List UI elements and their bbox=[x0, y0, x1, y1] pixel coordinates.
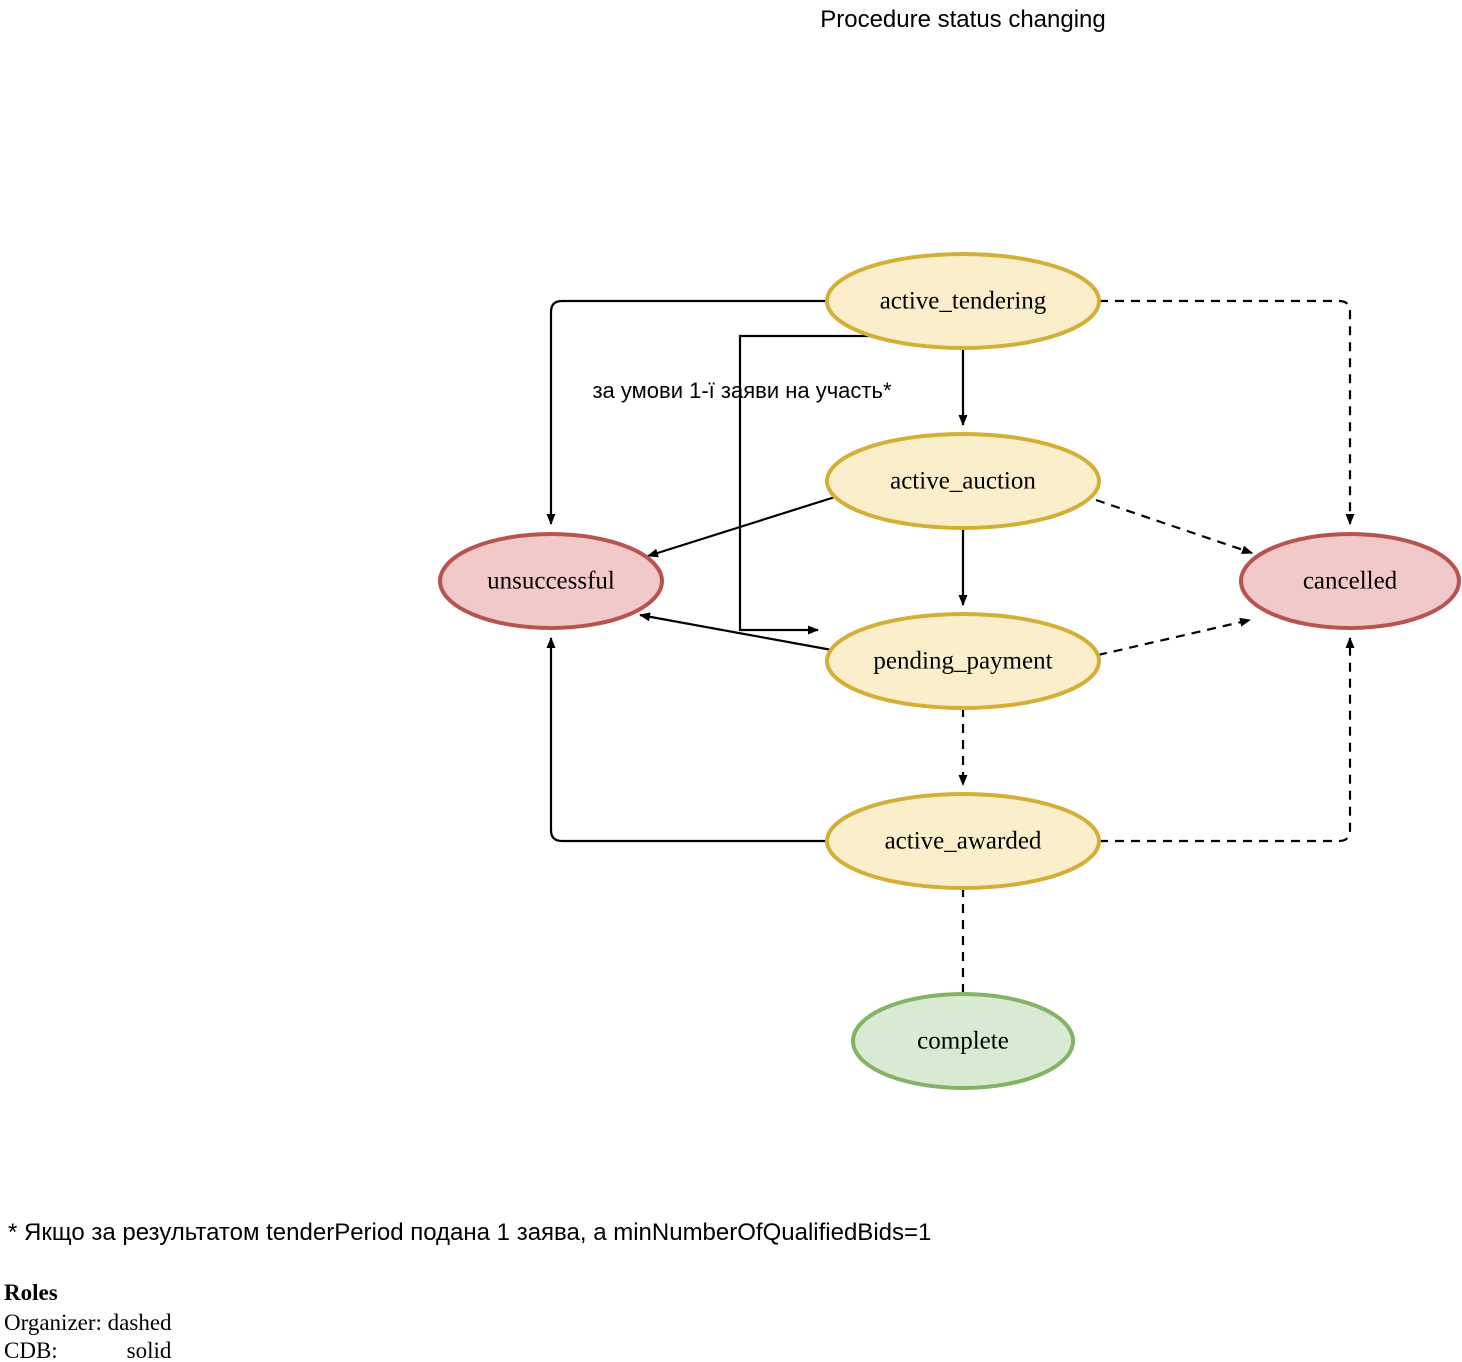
node-active-awarded[interactable]: active_awarded bbox=[825, 792, 1101, 890]
edge-auction-to-unsuccessful bbox=[647, 495, 836, 558]
node-shape-pending-payment[interactable] bbox=[825, 612, 1101, 710]
legend-row-organizer: Organizer: dashed bbox=[4, 1310, 172, 1335]
legend: Roles Organizer: dashed CDB: solid bbox=[4, 1280, 172, 1362]
node-label-unsuccessful: unsuccessful bbox=[487, 568, 615, 595]
edge-label-condition: за умови 1-ї заяви на участь* bbox=[592, 378, 891, 403]
edge-auction-to-cancelled bbox=[1095, 498, 1253, 555]
legend-heading: Roles bbox=[4, 1280, 58, 1305]
node-shape-active-auction[interactable] bbox=[825, 432, 1101, 530]
edge-tendering-to-cancelled bbox=[1099, 299, 1355, 525]
node-complete[interactable]: complete bbox=[851, 992, 1075, 1090]
node-label-active-tendering: active_tendering bbox=[880, 288, 1047, 315]
node-active-auction[interactable]: active_auction bbox=[825, 432, 1101, 530]
edge-tendering-to-unsuccessful bbox=[546, 299, 828, 525]
node-label-cancelled: cancelled bbox=[1303, 568, 1398, 595]
node-label-complete: complete bbox=[917, 1028, 1009, 1055]
edge-awarded-to-cancelled bbox=[1099, 637, 1355, 843]
edge-pending-to-cancelled bbox=[1097, 617, 1251, 657]
node-shape-active-awarded[interactable] bbox=[825, 792, 1101, 890]
edge-pending-to-unsuccessful bbox=[639, 612, 833, 652]
node-shape-complete[interactable] bbox=[851, 992, 1075, 1090]
node-shape-unsuccessful[interactable] bbox=[438, 532, 664, 630]
page-title: Procedure status changing bbox=[820, 6, 1106, 33]
edge-awarded-to-unsuccessful bbox=[546, 637, 828, 843]
node-label-active-auction: active_auction bbox=[890, 468, 1036, 495]
nodes-layer: active_tendering active_auction pending_… bbox=[438, 252, 1461, 1090]
edge-tendering-to-pending bbox=[738, 334, 874, 635]
node-unsuccessful[interactable]: unsuccessful bbox=[438, 532, 664, 630]
node-shape-active-tendering[interactable] bbox=[825, 252, 1101, 350]
footnote: * Якщо за результатом tenderPeriod подан… bbox=[8, 1219, 931, 1246]
node-cancelled[interactable]: cancelled bbox=[1239, 532, 1461, 630]
node-active-tendering[interactable]: active_tendering bbox=[825, 252, 1101, 350]
legend-row-cdb: CDB: solid bbox=[4, 1338, 172, 1362]
node-label-pending-payment: pending_payment bbox=[873, 648, 1052, 675]
node-label-active-awarded: active_awarded bbox=[885, 828, 1042, 855]
node-pending-payment[interactable]: pending_payment bbox=[825, 612, 1101, 710]
node-shape-cancelled[interactable] bbox=[1239, 532, 1461, 630]
edges-layer: за умови 1-ї заяви на участь* bbox=[546, 299, 1355, 994]
